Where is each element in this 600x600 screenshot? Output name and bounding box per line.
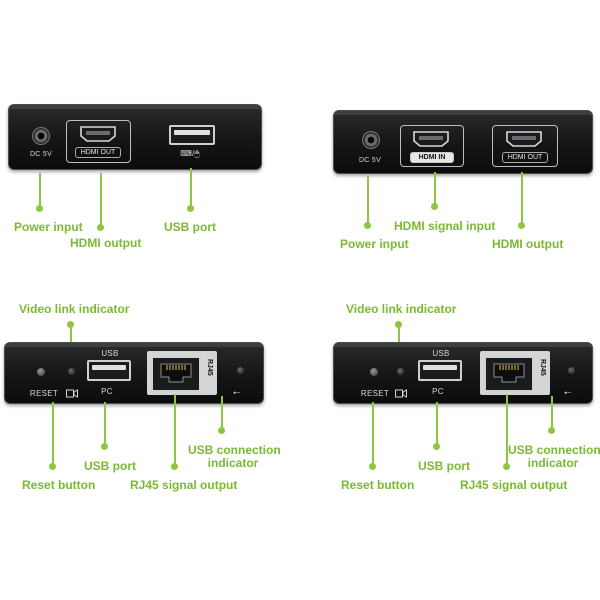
callout-dot-hdmi-out <box>97 224 104 231</box>
label-rj45-signal-output: RJ45 signal output <box>460 478 568 492</box>
callout-dot-power <box>364 222 371 229</box>
callout-dot-reset <box>369 463 376 470</box>
device-bezel <box>5 343 263 347</box>
hdmi-in-tag: HDMI IN <box>410 152 454 163</box>
callout-line-usb <box>104 402 106 446</box>
hdmi-in-port-frame <box>400 125 464 167</box>
label-rj45-signal-output: RJ45 signal output <box>130 478 238 492</box>
callout-line-hdmi-out <box>100 173 102 227</box>
usb-port[interactable] <box>169 125 215 145</box>
label-usb-connection-line1: USB connection <box>188 443 281 457</box>
device-bezel <box>334 111 592 115</box>
usb-connection-led <box>568 367 575 374</box>
reset-button[interactable] <box>37 368 45 376</box>
hdmi-port-icon[interactable] <box>80 126 116 142</box>
callout-line-power <box>367 176 369 226</box>
callout-dot-hdmi-in <box>431 203 438 210</box>
label-hdmi-signal-input: HDMI signal input <box>394 219 496 233</box>
label-hdmi-output: HDMI output <box>492 237 564 251</box>
label-power-input: Power input <box>340 237 409 251</box>
usb-symbol-icon: ⭠ <box>233 387 241 397</box>
callout-dot-usb-connection <box>218 427 225 434</box>
callout-dot-power <box>36 205 43 212</box>
usb-port[interactable] <box>87 360 131 381</box>
hdmi-out-port-icon[interactable] <box>506 131 542 147</box>
dc-power-jack[interactable] <box>32 127 50 145</box>
callout-line-rj45 <box>174 394 176 466</box>
usb-tongue <box>92 365 126 370</box>
device-bezel <box>9 105 261 109</box>
hdmi-out-tag: HDMI OUT <box>502 152 548 163</box>
callout-line-usb-connection <box>551 396 553 430</box>
usb-symbol-icon: ⭠ <box>564 387 572 397</box>
dc-power-jack[interactable] <box>362 131 380 149</box>
rj45-port[interactable] <box>484 356 534 392</box>
label-usb-connection-line2: indicator <box>207 456 259 470</box>
callout-dot-usb <box>187 205 194 212</box>
label-reset-button: Reset button <box>341 478 415 492</box>
rj45-label: RJ45 <box>539 359 546 376</box>
pc-label: PC <box>432 387 444 396</box>
callout-line-hdmi-in <box>434 172 436 206</box>
label-usb-port: USB port <box>418 459 470 473</box>
device-bezel <box>334 343 592 347</box>
callout-dot-hdmi-out <box>518 222 525 229</box>
callout-line-reset <box>372 402 374 466</box>
label-reset-button: Reset button <box>22 478 96 492</box>
usb-tongue <box>423 365 457 370</box>
usb-tongue <box>174 130 210 135</box>
label-usb-connection-line2: indicator <box>527 456 579 470</box>
label-usb-connection-indicator: USB connection indicator <box>508 443 600 470</box>
callout-dot-rj45 <box>503 463 510 470</box>
video-link-led <box>68 368 75 375</box>
callout-line-reset <box>52 402 54 466</box>
label-usb-port: USB port <box>84 459 136 473</box>
usb-port[interactable] <box>418 360 462 381</box>
usb-label: USB <box>101 349 119 358</box>
callout-line-rj45 <box>506 394 508 466</box>
reset-label: RESET <box>29 389 59 398</box>
callout-dot-rj45 <box>171 463 178 470</box>
dc-label: DC 5V <box>29 151 53 158</box>
video-link-led <box>397 368 404 375</box>
callout-dot-reset <box>49 463 56 470</box>
reset-button[interactable] <box>370 368 378 376</box>
hdmi-out-port-frame <box>492 125 558 167</box>
device-top-right: DC 5V HDMI IN HDMI OUT <box>333 110 593 174</box>
device-top-left: DC 5V HDMI OUT ⌨/🖱 <box>8 104 262 170</box>
rj45-port[interactable] <box>151 356 201 392</box>
rj45-contacts-icon <box>160 363 192 383</box>
callout-line-power <box>39 173 41 208</box>
usb-label: USB <box>432 349 450 358</box>
label-video-link-indicator: Video link indicator <box>346 302 457 316</box>
rj45-label: RJ45 <box>206 359 213 376</box>
callout-dot-usb <box>101 443 108 450</box>
hdmi-in-port-icon[interactable] <box>413 131 449 147</box>
callout-line-usb <box>190 168 192 208</box>
label-usb-connection-line1: USB connection <box>508 443 600 457</box>
hdmi-out-port-frame <box>66 120 131 163</box>
label-usb-connection-indicator: USB connection indicator <box>188 443 281 470</box>
reset-label: RESET <box>360 389 390 398</box>
video-camera-icon <box>395 389 407 398</box>
device-bottom-left: RESET USB PC RJ45 ⭠ <box>4 342 264 404</box>
label-power-input: Power input <box>14 220 83 234</box>
dc-label: DC 5V <box>358 157 382 164</box>
callout-dot-usb-connection <box>548 427 555 434</box>
usb-connection-led <box>237 367 244 374</box>
label-video-link-indicator: Video link indicator <box>19 302 130 316</box>
hdmi-out-tag: HDMI OUT <box>75 147 121 158</box>
pc-label: PC <box>101 387 113 396</box>
callout-line-hdmi-out <box>521 172 523 226</box>
callout-line-usb <box>436 402 438 446</box>
callout-dot-usb <box>433 443 440 450</box>
label-hdmi-output: HDMI output <box>70 236 142 250</box>
device-bottom-right: RESET USB PC RJ45 ⭠ <box>333 342 593 404</box>
video-camera-icon <box>66 389 78 398</box>
usb-symbol-label: ⌨/🖱 <box>180 149 200 158</box>
rj45-contacts-icon <box>493 363 525 383</box>
label-usb-port: USB port <box>164 220 216 234</box>
callout-line-usb-connection <box>221 396 223 430</box>
